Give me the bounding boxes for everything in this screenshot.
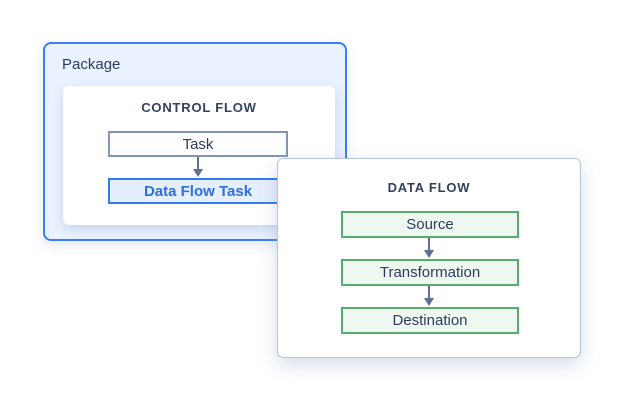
destination-node: Destination [341,307,519,334]
package-label: Package [62,56,121,73]
arrow-down-icon [422,286,436,307]
task-node: Task [108,131,288,157]
package-container: Package CONTROL FLOW Task Data Flow Task [43,42,347,241]
transformation-node: Transformation [341,259,519,286]
data-flow-title: DATA FLOW [387,180,471,195]
arrow-down-icon [422,238,436,259]
arrow-down-icon [191,157,205,178]
data-flow-task-node: Data Flow Task [108,178,288,204]
data-flow-card: DATA FLOW Source Transformation Destinat… [277,158,581,358]
control-flow-title: CONTROL FLOW [141,100,257,115]
source-node: Source [341,211,519,238]
